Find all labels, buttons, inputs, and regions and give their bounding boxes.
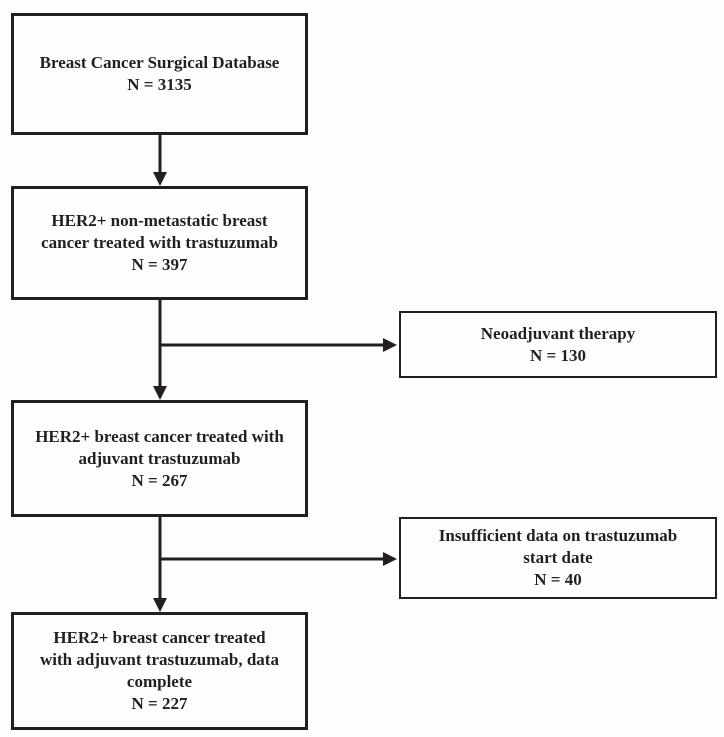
box-surgical-database-label: Breast Cancer Surgical Database (39, 53, 280, 72)
arrow-her2nonmet-to-adjuvant (153, 300, 167, 400)
arrow-branch-to-neoadjuvant (160, 338, 397, 352)
arrow-database-to-her2nonmet (153, 135, 167, 186)
arrow-adjuvant-to-complete (153, 516, 167, 612)
box-adjuvant-trastuzumab: HER2+ breast cancer treated with adjuvan… (11, 400, 308, 517)
box-neoadjuvant-therapy-label: Neoadjuvant therapy (480, 323, 636, 343)
box-her2-nonmetastatic-label: HER2+ non-metastatic breast cancer treat… (41, 211, 278, 252)
box-insufficient-data: Insufficient data on trastuzumab start d… (399, 517, 717, 599)
box-surgical-database-count: N = 3135 (127, 75, 192, 94)
box-insufficient-data-label: Insufficient data on trastuzumab start d… (438, 526, 678, 567)
box-neoadjuvant-therapy: Neoadjuvant therapy N = 130 (399, 311, 717, 378)
box-insufficient-data-count: N = 40 (534, 570, 582, 589)
box-data-complete: HER2+ breast cancer treated with adjuvan… (11, 612, 308, 730)
box-neoadjuvant-therapy-count: N = 130 (530, 345, 586, 365)
box-adjuvant-trastuzumab-label: HER2+ breast cancer treated with adjuvan… (35, 426, 284, 468)
box-her2-nonmetastatic: HER2+ non-metastatic breast cancer treat… (11, 186, 308, 300)
box-her2-nonmetastatic-count: N = 397 (131, 255, 188, 274)
box-adjuvant-trastuzumab-count: N = 267 (131, 470, 188, 490)
box-data-complete-label: HER2+ breast cancer treated with adjuvan… (40, 628, 279, 691)
box-surgical-database: Breast Cancer Surgical Database N = 3135 (11, 13, 308, 135)
box-data-complete-count: N = 227 (131, 694, 188, 713)
arrow-branch-to-insufficient (160, 552, 397, 566)
